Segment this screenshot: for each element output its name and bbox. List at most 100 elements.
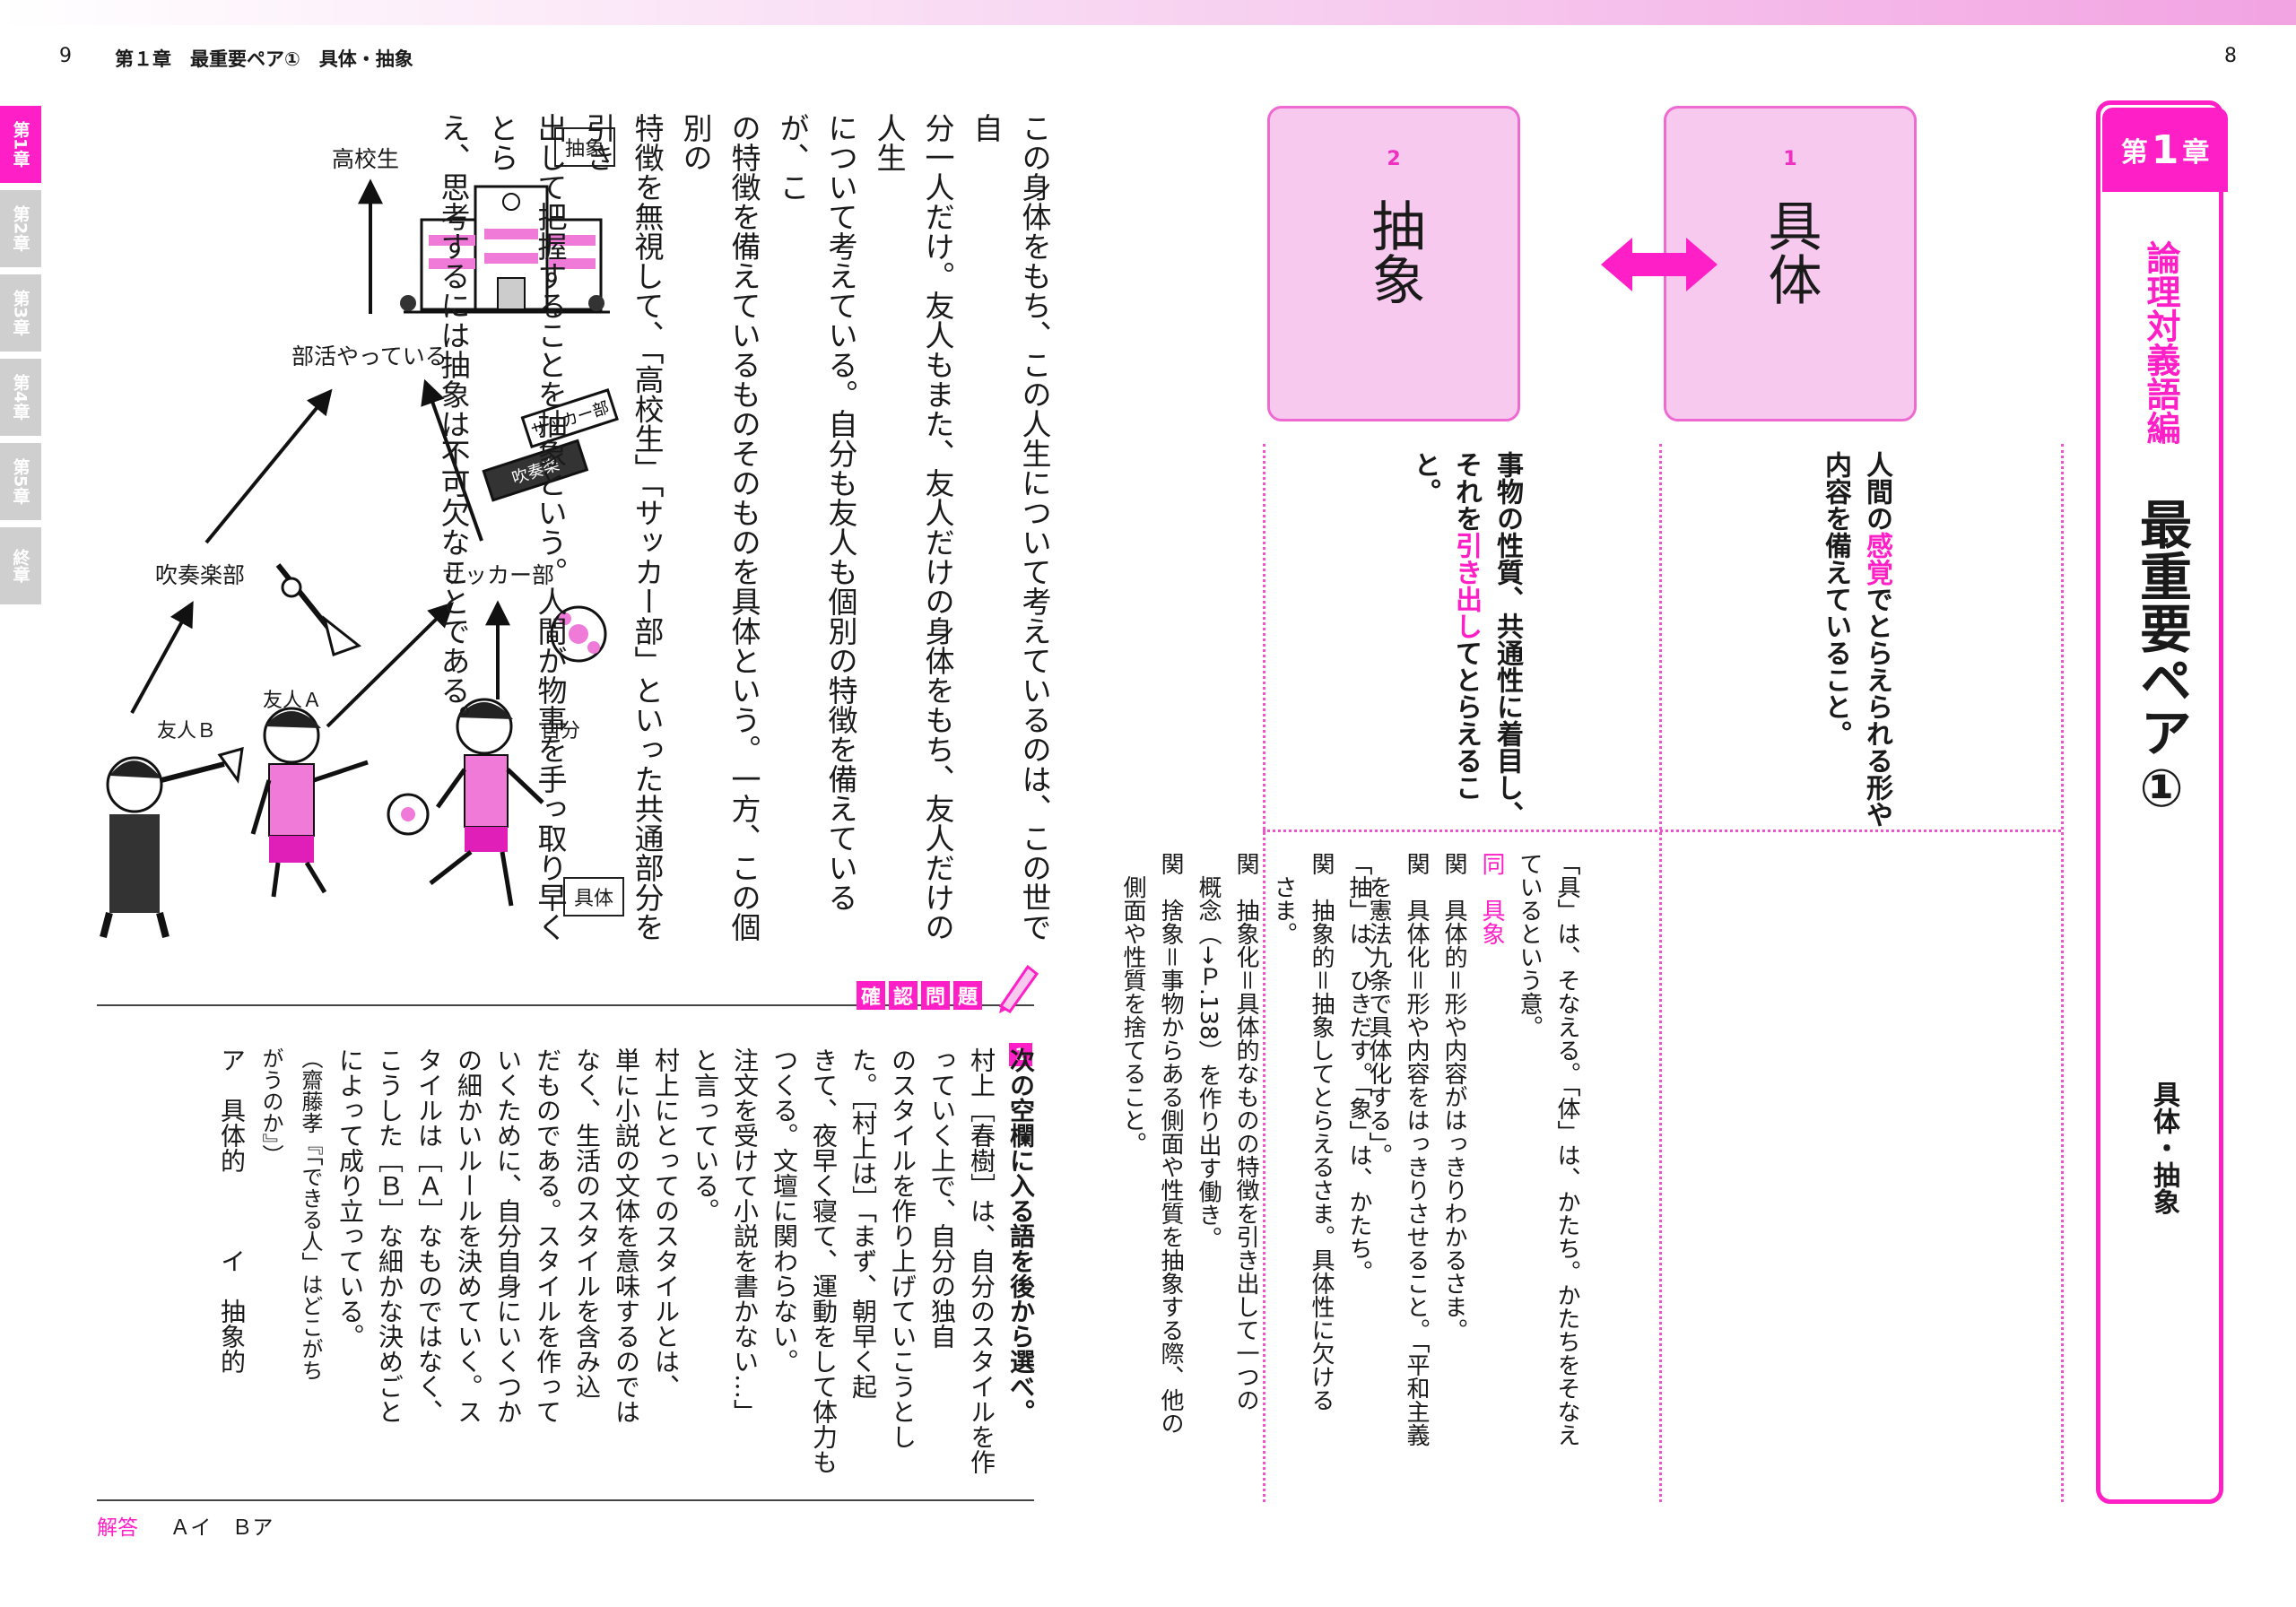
self-figure: [429, 698, 544, 907]
chapter-badge: 第 1 章: [2102, 108, 2228, 192]
quiz-text: 次の空欄に入る語を後から選べ。 村上［春樹］は、自分のスタイルを作っていく上で、…: [212, 1047, 1040, 1496]
term-concrete: 具体: [1759, 198, 1822, 306]
running-head: 第１章 最重要ペア① 具体・抽象: [115, 48, 413, 70]
quiz-choices: ア 具体的 イ 抽象的: [217, 1047, 247, 1374]
answer-line: 解答 Ａイ Ｂア: [97, 1510, 273, 1541]
note-line: 関 抽象化＝具体的なものの特徴を引き出して一つの: [1232, 852, 1259, 1412]
quiz-top-rule: [97, 1004, 1034, 1006]
quiz-banner-char: 確: [857, 981, 885, 1010]
note-line: 関 具体化＝形や内容をはっきりさせること。「平和主義: [1403, 852, 1430, 1446]
label-high-school-student: 高校生: [332, 146, 400, 172]
note-line: 概念（→Ｐ.138）を作り出す働き。: [1195, 852, 1222, 1250]
arrow-friendb-to-brass: [130, 601, 194, 714]
note-line: 「抽」は、ひきだす。「象」は、かたち。: [1345, 852, 1372, 1283]
chapter-tab-3[interactable]: 第3章: [0, 274, 41, 352]
school-building-icon: [400, 185, 610, 314]
body-column: について考えている。自分も友人も個別の特徴を備えているが、こ: [775, 113, 858, 912]
notes-concrete: 「具」は、そなえる。「体」は、かたち。かたちをそなえ ているという意。 同 具象…: [1360, 852, 1586, 1498]
chapter-tab-5[interactable]: 第5章: [0, 443, 41, 520]
note-line: ているという意。: [1516, 852, 1543, 1038]
term-card-concrete: 1 具体: [1664, 106, 1917, 421]
quiz-column: 単に小説の文体を意味するのでは: [612, 1047, 641, 1424]
chapter-badge-pre: 第: [2120, 137, 2148, 169]
body-column: え、思考するには抽象は不可欠なことである。: [436, 113, 471, 734]
abstraction-diagram: サッカー部 吹奏楽: [100, 178, 619, 939]
body-text: この身体をもち、この人生について考えているのは、この世で自 分一人だけ。友人もま…: [429, 113, 1058, 956]
quiz-column: のスタイルを作り上げていこうとした。［村上は］「まず、朝早く起: [848, 1047, 918, 1449]
note-line: 「具」は、そなえる。「体」は、かたち。かたちをそなえ: [1553, 852, 1580, 1446]
term-card-abstract: 2 抽象: [1267, 106, 1520, 421]
quiz-column: なく、生活のスタイルを含み込: [572, 1047, 602, 1399]
friend-b-figure: [100, 746, 244, 939]
note-line: 関 具体的＝形や内容がはっきりわかるさま。: [1440, 852, 1467, 1342]
pencil-icon: [998, 964, 1039, 1013]
chapter-tabs: 第1章 第2章 第3章 第4章 第5章 終章: [0, 106, 41, 612]
chapter-tab-4[interactable]: 第4章: [0, 359, 41, 436]
concrete-level-box: 具体: [563, 877, 625, 916]
arrow-frienda-to-soccer: [326, 602, 454, 728]
quiz-bottom-rule: [97, 1499, 1034, 1501]
left-page-number: 9: [59, 45, 72, 67]
label-soccer-club: サッカー部: [442, 562, 555, 588]
quiz-banner-char: 問: [921, 981, 950, 1010]
divider-dotted: [1659, 444, 1662, 1502]
trumpet-icon: [275, 563, 362, 656]
quiz-column: きて、夜早く寝て、運動をして体力もつくる。文壇に関わらない。: [770, 1047, 839, 1474]
right-page-number: 8: [2224, 45, 2237, 67]
chapter-tab-2[interactable]: 第2章: [0, 190, 41, 267]
label-doing-club: 部活やっている: [291, 343, 448, 369]
abstract-level-box: 抽象: [554, 127, 616, 167]
divider-dotted: [1263, 444, 1265, 1502]
label-brass-band: 吹奏楽部: [155, 562, 246, 588]
quiz-column: タイルは［Ａ］なものではなく、: [414, 1047, 444, 1424]
chapter-badge-post: 章: [2182, 137, 2210, 169]
quiz-banner: 確 認 問 題: [857, 981, 982, 1010]
answer-text: Ａイ Ｂア: [170, 1516, 274, 1540]
quiz-source: がうのか』）: [258, 1047, 283, 1166]
label-self: 自分: [541, 720, 581, 743]
body-column: の特徴を備えているものそのものを具体という。一方、この個別の: [678, 113, 761, 942]
note-line: 関 捨象＝事物からある側面や性質を抽象する際、他の: [1157, 852, 1184, 1435]
quiz-column: 注文を受けて小説を書かない…」: [730, 1047, 760, 1424]
chapter-title: 最重要ペア①: [2131, 498, 2192, 819]
definition-concrete: 人間の感覚でとらえられる形や 内容を備えていること。: [1814, 451, 1897, 828]
arrow-soccer-to-club: [421, 378, 483, 542]
label-friend-a: 友人Ａ: [263, 690, 323, 712]
chapter-frame: [2096, 100, 2223, 1504]
note-line: 側面や性質を捨てること。: [1119, 852, 1146, 1155]
series-title: 論理対義語編: [2141, 240, 2180, 445]
note-line: 関 抽象的＝抽象してとらえるさま。具体性に欠ける: [1308, 852, 1335, 1412]
notes-abstract: 「抽」は、ひきだす。「象」は、かたち。 関 抽象的＝抽象してとらえるさま。具体性…: [1114, 852, 1378, 1498]
body-column: この身体をもち、この人生について考えているのは、この世で自: [969, 113, 1052, 942]
chapter-tab-1[interactable]: 第1章: [0, 106, 41, 183]
definition-abstract: 事物の性質、共通性に着目し、 それを引き出してとらえること。: [1404, 451, 1527, 828]
term-number: 1: [1783, 148, 1797, 170]
arrow-brass-to-club: [204, 388, 333, 544]
definition-line: 内容を備えていること。: [1820, 451, 1851, 747]
divider-dotted: [1263, 830, 2061, 832]
body-column: 特徴を無視して、「高校生」「サッカー部」といった共通部分を引き: [581, 113, 665, 942]
quiz-column: こうした［Ｂ］な細かな決めごと: [375, 1047, 404, 1424]
body-column: 分一人だけ。友人もまた、友人だけの身体をもち、友人だけの人生: [872, 113, 955, 942]
definition-line: 事物の性質、共通性に着目し、: [1492, 451, 1523, 828]
quiz-column: と言っている。: [691, 1047, 720, 1223]
quiz-number: 1: [1009, 1043, 1032, 1066]
answer-label: 解答: [97, 1516, 138, 1540]
quiz-banner-char: 題: [953, 981, 982, 1010]
quiz-banner-char: 認: [889, 981, 918, 1010]
quiz-column: 村上［春樹］は、自分のスタイルを作っていく上で、自分の独自: [927, 1047, 996, 1474]
definition-line: 人間の感覚でとらえられる形や: [1861, 451, 1892, 828]
top-gradient-bar: [0, 0, 2296, 25]
quiz-column: いくために、自分自身にいくつか: [493, 1047, 523, 1424]
body-column: 出して把握することを抽象という。人間が物事を手っ取り早くとら: [484, 113, 568, 942]
chapter-subtitle: 具体・抽象: [2148, 1081, 2179, 1215]
chapter-badge-number: 1: [2151, 126, 2179, 173]
label-friend-b: 友人Ｂ: [157, 720, 217, 743]
quiz-prompt: 次の空欄に入る語を後から選べ。: [1006, 1047, 1036, 1424]
divider-dotted: [2061, 444, 2064, 1502]
note-line: さま。: [1270, 852, 1297, 945]
note-line: を憲法九条で具体化する」。: [1365, 852, 1392, 1167]
quiz-column: 村上にとってのスタイルとは、: [651, 1047, 681, 1399]
chapter-tab-final[interactable]: 終章: [0, 527, 41, 604]
soccer-ball-icon: [550, 605, 607, 663]
